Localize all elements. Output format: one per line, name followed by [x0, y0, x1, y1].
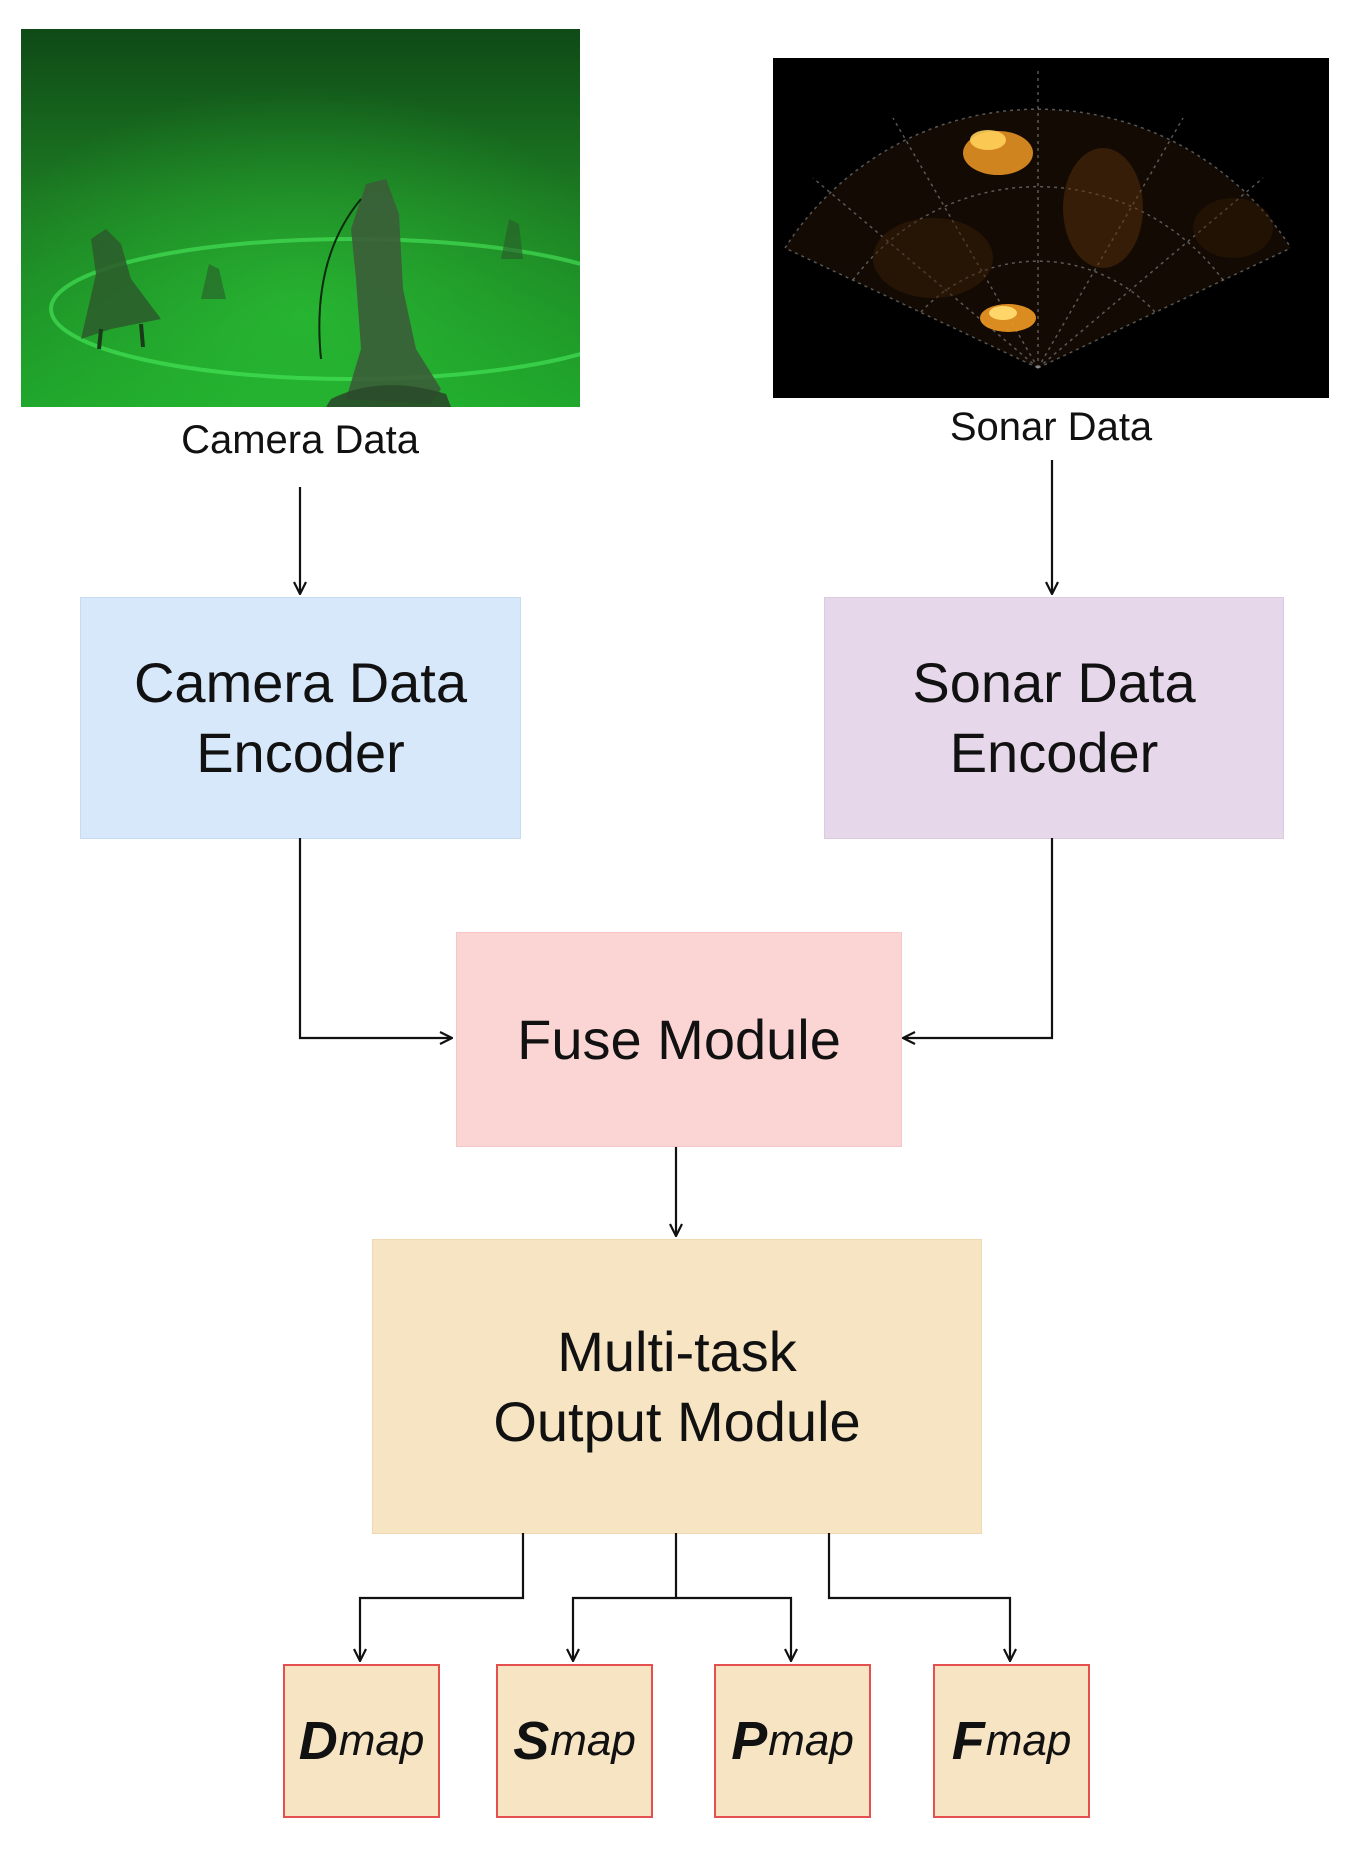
arrow-output-to-pmap — [676, 1596, 791, 1660]
sonar-image — [773, 58, 1329, 398]
camera-data-caption: Camera Data — [181, 418, 419, 462]
sonar-data-caption: Sonar Data — [949, 405, 1153, 449]
camera-data-encoder: Camera Data Encoder — [80, 597, 521, 839]
sonar-encoder-label-line2: Encoder — [949, 721, 1159, 784]
arrow-output-to-dmap — [360, 1533, 525, 1660]
camera-image-graphic — [21, 29, 580, 407]
arrow-output-to-smap — [573, 1533, 678, 1660]
camera-image — [21, 29, 580, 407]
fuse-module: Fuse Module — [456, 932, 902, 1147]
output-module-label-line2: Output Module — [493, 1389, 861, 1453]
fmap-symbol: F — [951, 1711, 985, 1771]
pmap-symbol: P — [731, 1711, 768, 1771]
arrow-output-to-fmap — [827, 1533, 1010, 1660]
camera-encoder-label-line1: Camera Data — [133, 651, 468, 714]
pmap-subscript: map — [768, 1716, 854, 1765]
multi-task-output-module: Multi-task Output Module — [372, 1239, 982, 1534]
dmap-subscript: map — [338, 1716, 425, 1765]
output-module-label-line1: Multi-task — [557, 1319, 797, 1383]
sonar-image-graphic — [773, 58, 1329, 398]
camera-encoder-label-line2: Encoder — [196, 721, 405, 784]
smap-subscript: map — [550, 1716, 636, 1765]
arrow-sonar-encoder-to-fuse — [904, 838, 1054, 1038]
dmap-symbol: D — [298, 1711, 338, 1771]
arrow-camera-encoder-to-fuse — [298, 838, 451, 1038]
fuse-module-label: Fuse Module — [517, 1007, 841, 1071]
smap-symbol: S — [513, 1711, 550, 1771]
sonar-encoder-label-line1: Sonar Data — [912, 651, 1196, 714]
sonar-data-encoder: Sonar Data Encoder — [824, 597, 1284, 839]
fmap-subscript: map — [985, 1716, 1072, 1765]
